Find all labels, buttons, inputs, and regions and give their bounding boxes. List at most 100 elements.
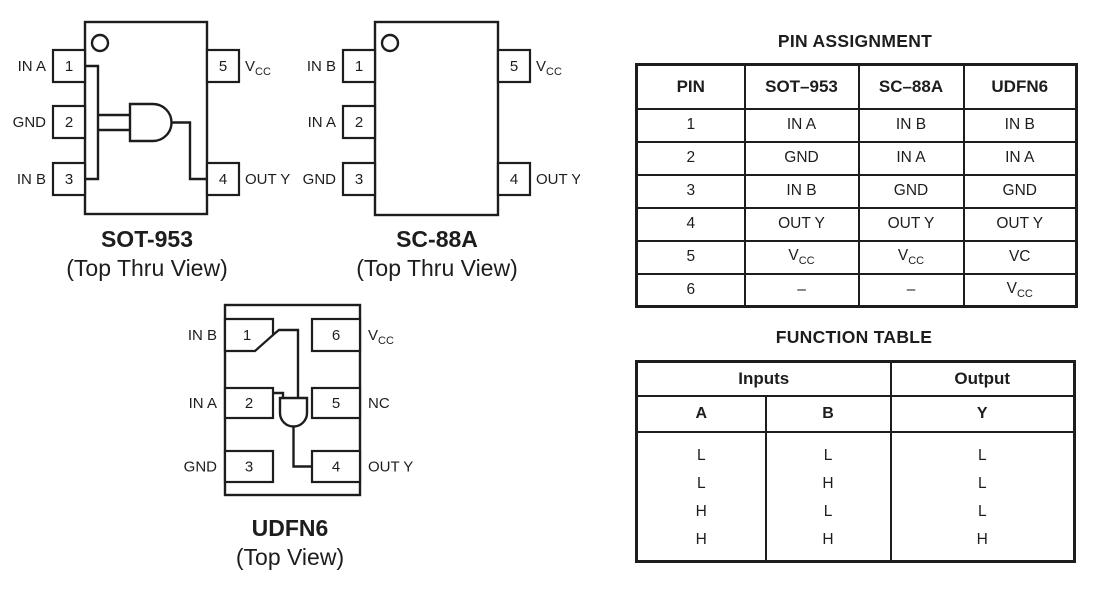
sc88a-pin5-label: VCC [536,58,562,78]
cell-udfn: IN A [962,140,1078,176]
udfn6-pin4-label: OUT Y [368,459,413,476]
sot953-output-wire [171,121,207,181]
udfn6-pin5-label: NC [368,395,390,412]
cell-sot: IN A [743,107,860,143]
udfn6-pin2-wire [273,391,285,398]
sc88a-caption: SC-88A [396,226,478,252]
column-b-values: L H L H [764,430,892,563]
sc88a-pin4-number: 4 [510,171,518,188]
udfn6-pin3-label: GND [184,459,218,476]
cell-sot: OUT Y [743,206,860,242]
udfn6-pin6-pad [310,317,362,353]
udfn6-pin4-number: 4 [332,459,340,476]
pin-assignment-table: PIN SOT–953 SC–88A UDFN6 1 IN A IN B IN … [635,63,1078,308]
sot953-pin2-number: 2 [65,114,73,131]
cell-sot: GND [743,140,860,176]
inputs-group-header: Inputs [635,360,892,397]
sc88a-pin4-pad [496,161,532,197]
sot953-pin1-marker-circle [90,33,110,53]
udfn6-view-caption: (Top View) [236,544,344,570]
pin-table-header-pin: PIN [635,63,746,110]
sot953-package-diagram: 1 2 3 5 4 IN A GND IN B VCC OUT Y SOT-95… [13,20,290,281]
cell-sc: VCC [857,239,965,275]
udfn6-pin2-pad [223,386,275,420]
udfn6-pin3-number: 3 [245,459,253,476]
table-row: 3 IN B GND GND [635,173,1078,209]
udfn6-pin3-pad [223,449,275,484]
table-row: 1 IN A IN B IN B [635,107,1078,143]
cell-udfn: OUT Y [962,206,1078,242]
column-y-values: L L L H [889,430,1076,563]
sc88a-pin5-pad [496,48,532,84]
sot953-pin4-label: OUT Y [245,171,290,188]
sc88a-pin1-pad [341,48,377,84]
sot953-pin1-number: 1 [65,58,73,75]
cell-sc: IN A [857,140,965,176]
sc88a-pin3-number: 3 [355,171,363,188]
cell-sot: IN B [743,173,860,209]
table-row: 6 – – VCC [635,272,1078,308]
sot953-pin1-label: IN A [18,58,46,75]
sot953-caption: SOT-953 [101,226,193,252]
table-row: 4 OUT Y OUT Y OUT Y [635,206,1078,242]
udfn6-pin1-label: IN B [188,327,217,344]
udfn6-pin1-number: 1 [243,327,251,344]
sc88a-pin5-number: 5 [510,58,518,75]
udfn6-pin5-number: 5 [332,395,340,412]
function-table-col-row: A B Y [635,394,1076,433]
sot953-input-wire [85,64,100,181]
table-row: 2 GND IN A IN A [635,140,1078,176]
udfn6-pin2-number: 2 [245,395,253,412]
sc88a-pin2-label: IN A [308,114,336,131]
pin-table-header-row: PIN SOT–953 SC–88A UDFN6 [635,63,1078,110]
sc88a-pin1-marker-circle [380,33,400,53]
cell-pin: 6 [635,272,746,308]
function-table: Inputs Output A B Y L L H H L H L H L L [635,360,1076,563]
pin-table-header-udfn: UDFN6 [962,63,1078,110]
cell-sc: IN B [857,107,965,143]
sot953-pin4-pad [205,161,241,197]
sc88a-package-diagram: 1 2 3 5 4 IN B IN A GND VCC OUT Y SC-88A… [303,20,580,281]
table-row: 5 VCC VCC VC [635,239,1078,275]
udfn6-pin5-pad [310,386,362,420]
cell-sc: OUT Y [857,206,965,242]
udfn6-pin4-pad [310,449,362,484]
pin-assignment-title: PIN ASSIGNMENT [777,31,933,51]
pin-table-header-sot: SOT–953 [743,63,860,110]
col-header-y: Y [889,394,1076,433]
col-header-b: B [764,394,892,433]
function-table-title: FUNCTION TABLE [775,327,933,347]
udfn6-pin1-pad [223,317,275,353]
output-group-header: Output [889,360,1076,397]
udfn6-output-wire [292,426,312,468]
function-table-group-row: Inputs Output [635,360,1076,397]
sot953-pin5-pad [205,48,241,84]
sot953-pin2-pad [51,104,87,140]
sc88a-pin2-pad [341,104,377,140]
sc88a-pin2-number: 2 [355,114,363,131]
cell-udfn: IN B [962,107,1078,143]
sc88a-pin3-pad [341,161,377,197]
cell-udfn: GND [962,173,1078,209]
col-header-a: A [635,394,767,433]
sot953-pin4-number: 4 [219,171,227,188]
cell-udfn: VCC [962,272,1078,308]
pin-table-header-sc: SC–88A [857,63,965,110]
sc88a-pin3-label: GND [303,171,337,188]
cell-pin: 2 [635,140,746,176]
column-a-values: L L H H [635,430,767,563]
and-gate-icon [128,102,173,143]
sc88a-pin1-number: 1 [355,58,363,75]
cell-pin: 3 [635,173,746,209]
sot953-view-caption: (Top Thru View) [66,255,228,281]
udfn6-package-diagram: 1 6 2 5 3 4 IN B IN A GND VCC NC OUT Y U… [184,303,413,570]
sc88a-pin1-label: IN B [307,58,336,75]
and-gate-icon [278,396,309,428]
udfn6-pin2-label: IN A [189,395,217,412]
udfn6-caption: UDFN6 [252,515,329,541]
cell-udfn: VC [962,239,1078,275]
cell-pin: 1 [635,107,746,143]
sot953-pin3-number: 3 [65,171,73,188]
cell-pin: 4 [635,206,746,242]
